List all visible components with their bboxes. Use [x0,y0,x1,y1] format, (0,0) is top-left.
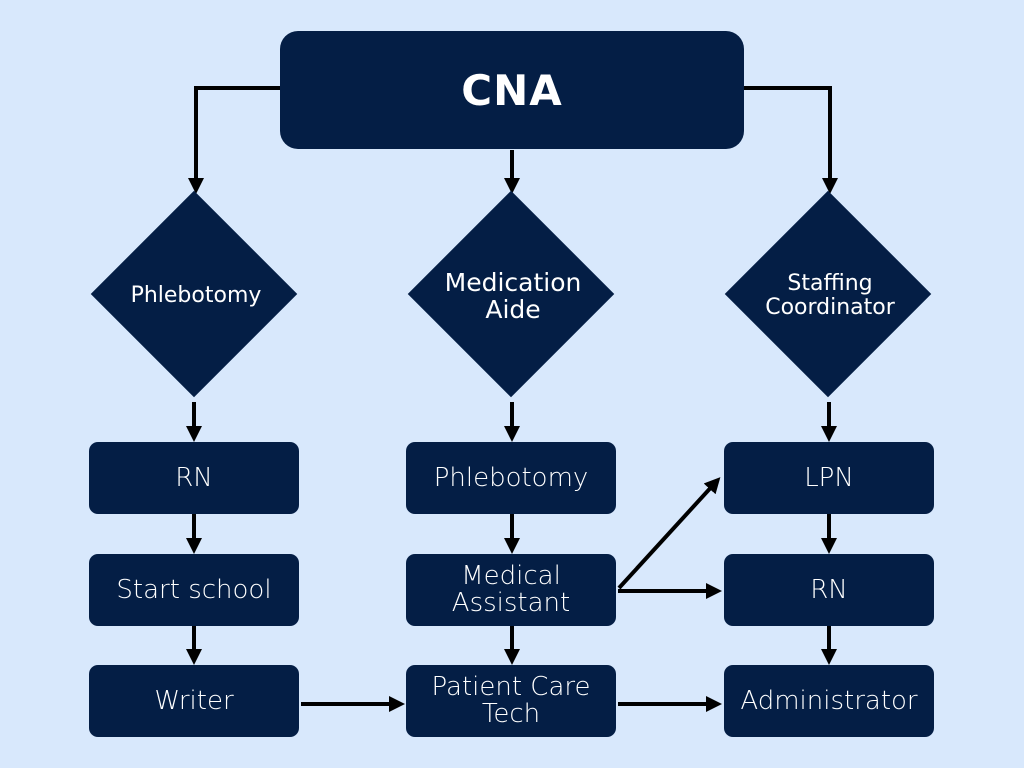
cna-root-label: CNA [461,65,563,115]
start-school-node: Start school [89,554,299,626]
patient-care-tech-node: Patient Care Tech [406,665,616,737]
staffing-coordinator-decision-label: Staffing Coordinator [765,271,895,320]
rn-node-right: RN [724,554,934,626]
arrow-cna-to-phlebotomy-decision [188,86,280,194]
lpn-node: LPN [724,442,934,514]
arrow-cna-to-staffing-coordinator-decision [744,86,838,194]
phlebotomy-node: Phlebotomy [406,442,616,514]
writer-node: Writer [89,665,299,737]
cna-root-node: CNA [280,31,744,149]
medical-assistant-node: Medical Assistant [406,554,616,626]
administrator-node: Administrator [724,665,934,737]
medication-aide-decision-label: Medication Aide [444,268,582,324]
staffing-coordinator-decision-node: Staffing Coordinator [724,190,935,401]
arrow-medical-assistant-to-lpn [617,477,721,590]
rn-node-left: RN [89,442,299,514]
medication-aide-decision-node: Medication Aide [407,190,618,401]
phlebotomy-decision-label: Phlebotomy [130,283,262,308]
phlebotomy-decision-node: Phlebotomy [90,190,301,401]
